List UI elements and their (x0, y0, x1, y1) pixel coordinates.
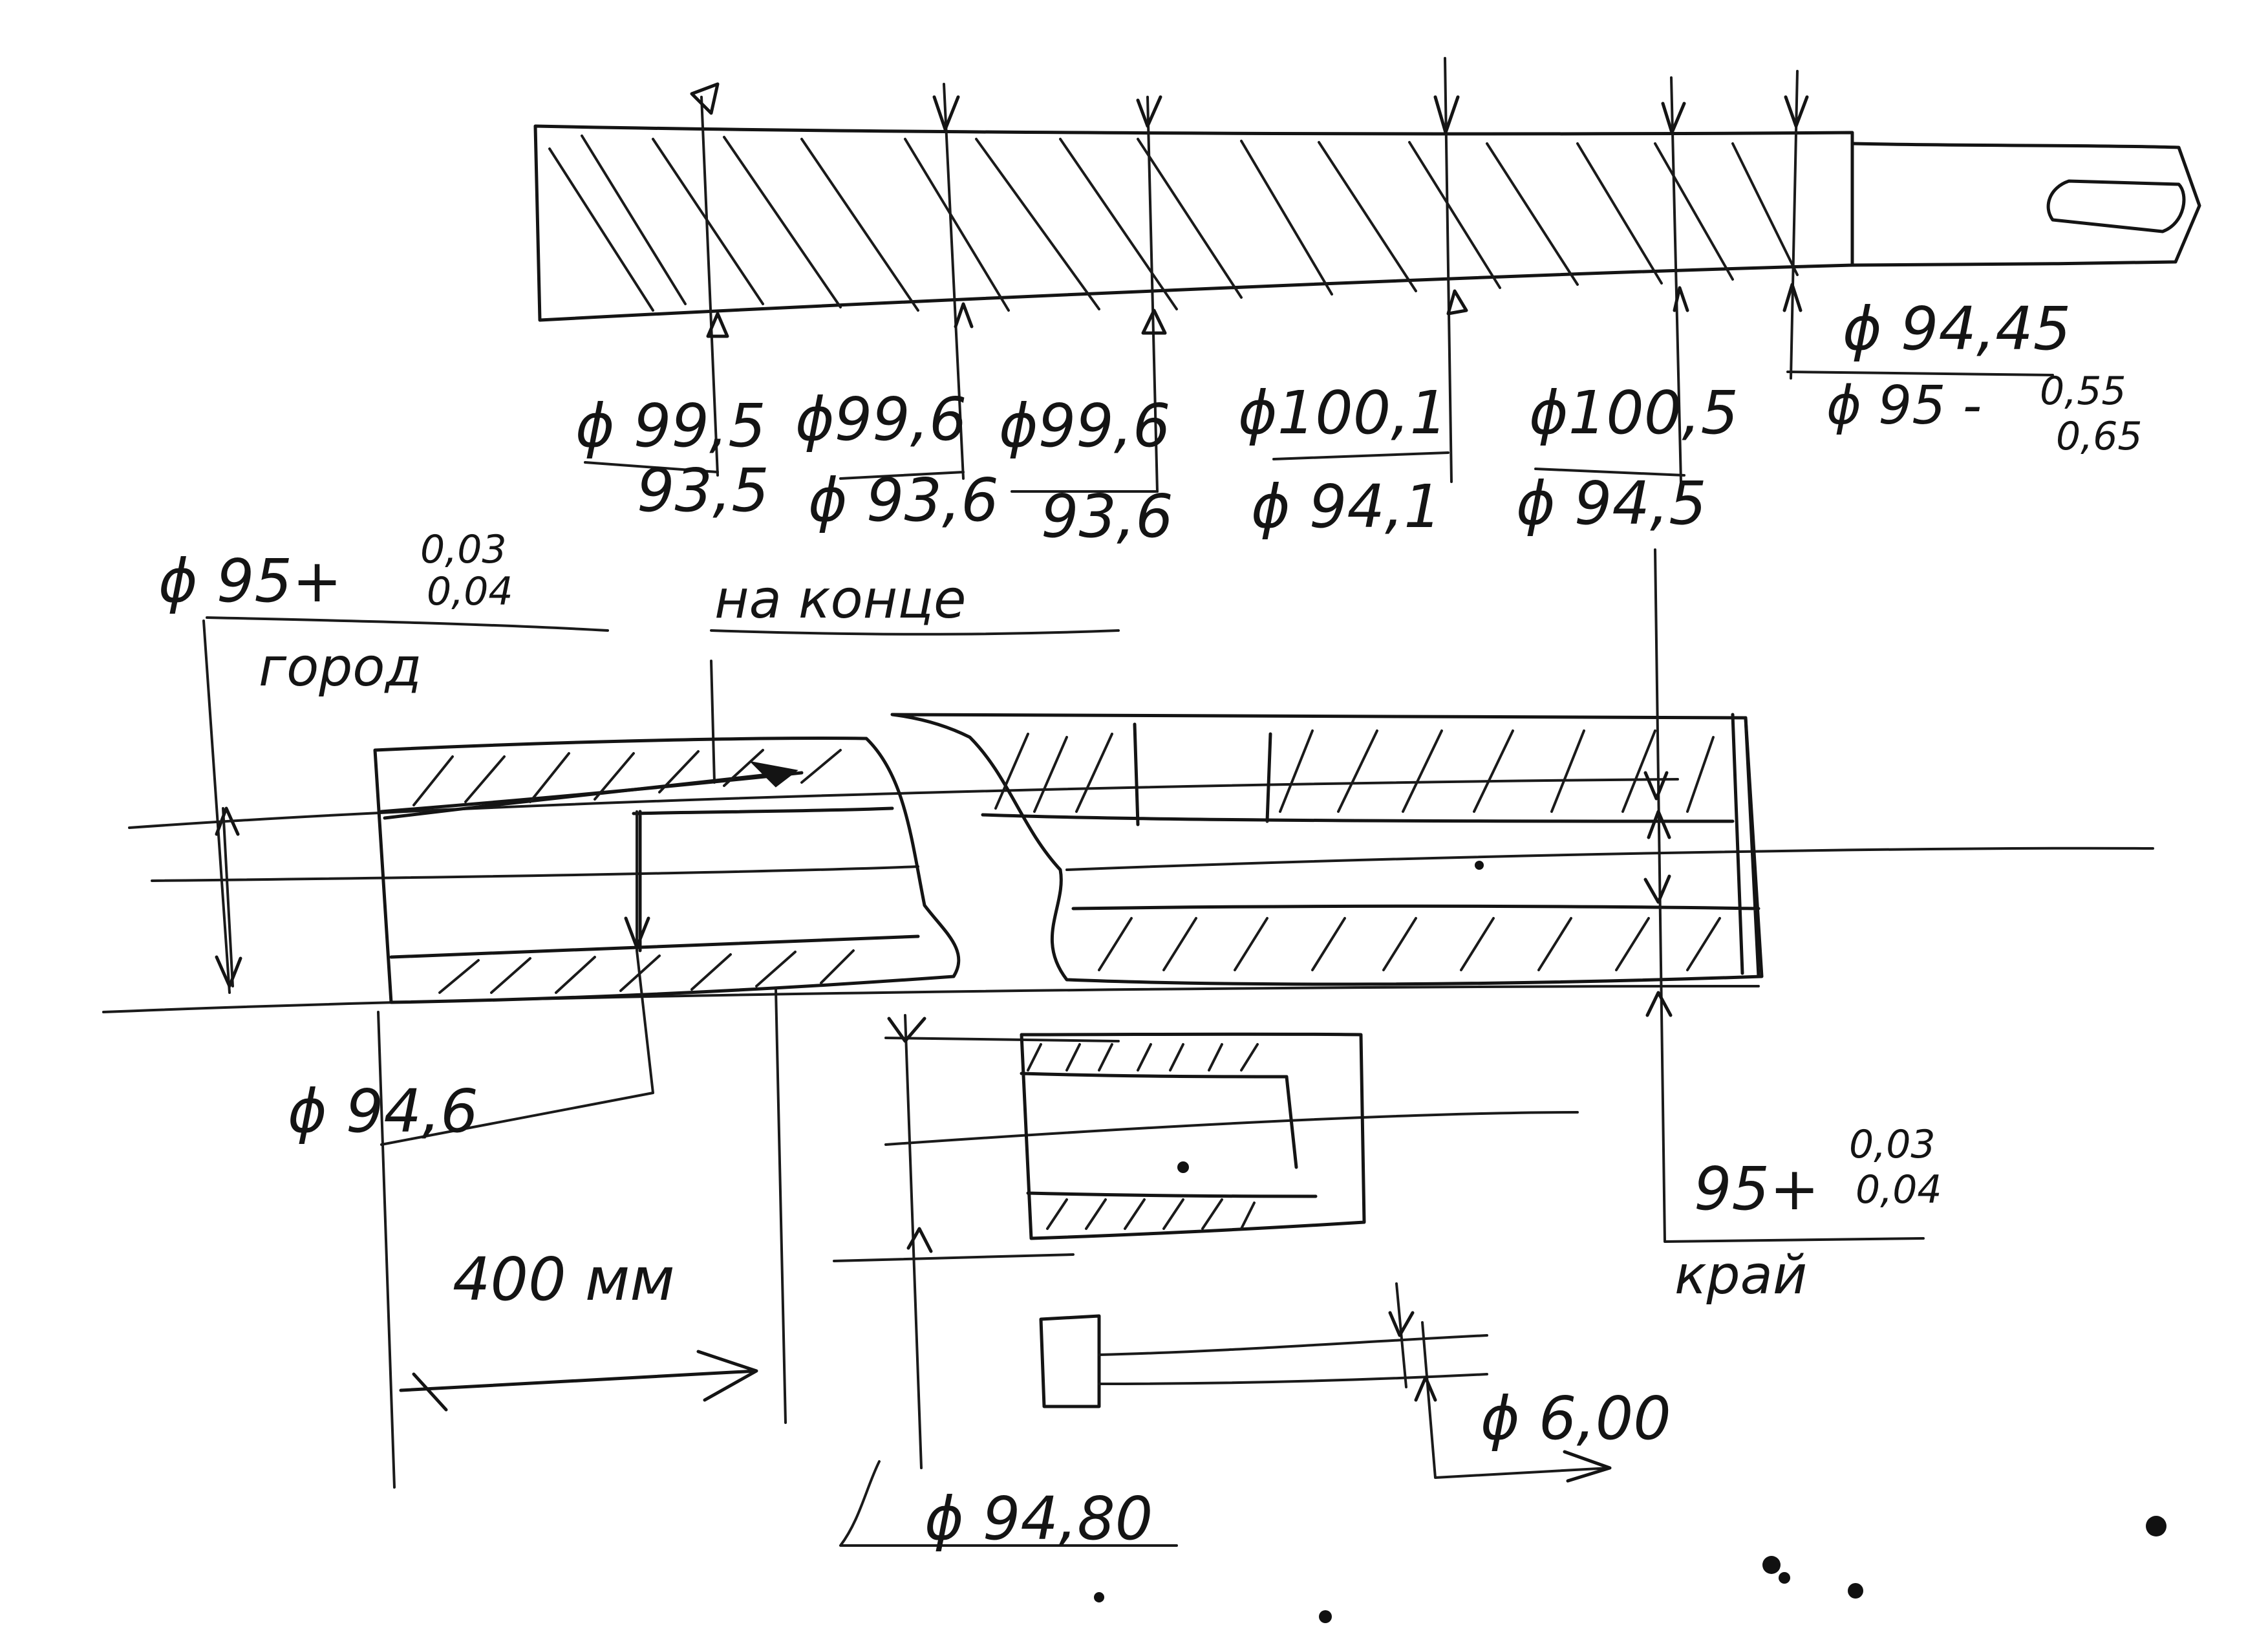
right-dim-arrows (1643, 771, 1673, 1017)
center-bushing-hatching (1027, 1043, 1259, 1230)
axis-bottom (102, 985, 1760, 1013)
top-shaft-measure-lines (700, 57, 1799, 493)
center-bushing (833, 1014, 1579, 1547)
dim-label-6-base: ϕ 95 - (1826, 375, 1982, 436)
left-tolerance-note: ϕ 95+ 0,03 0,04 город (158, 527, 609, 994)
dim-label-5: ϕ100,5 (1529, 378, 1738, 447)
dim-underline-5 (1534, 468, 1685, 477)
top-shaft-slot (2046, 179, 2186, 233)
length-extension-left (377, 1011, 396, 1489)
pin-head (1039, 1314, 1101, 1408)
pin-shaft (1098, 1334, 1488, 1385)
right-sleeve-inner (981, 713, 1760, 978)
left-tol-upper: 0,03 (420, 527, 507, 572)
dim-underline-1 (584, 461, 719, 473)
end-note: на конце (714, 569, 967, 630)
center-axis-mid (884, 1111, 1579, 1146)
axis-center-left (151, 865, 919, 882)
dim-label-1: ϕ 99,5 (575, 391, 766, 460)
taper-bore (383, 771, 787, 820)
small-pin (1039, 1282, 1612, 1483)
scan-specks (1094, 861, 2166, 1623)
left-sleeve (373, 737, 961, 1004)
center-diameter-label: ϕ 94,80 (925, 1484, 1153, 1553)
dim-label-6-upper: 0,55 (2040, 369, 2126, 414)
length-arrow (399, 1350, 758, 1412)
dim-underline-6 (1786, 371, 2054, 376)
left-vertical-dim (202, 620, 234, 994)
dim-label-5-inner: ϕ 94,5 (1516, 469, 1707, 538)
top-shaft (533, 57, 2201, 493)
axis-top (128, 778, 1679, 829)
left-dim-arrows (215, 806, 242, 988)
dim-label-1-inner: 93,5 (637, 456, 769, 525)
dim-label-3-inner: 93,6 (1041, 482, 1173, 551)
center-dim-arrows (887, 1017, 933, 1253)
end-note-leader (710, 629, 1120, 784)
dim-underline-2 (839, 471, 965, 480)
dim-label-6: ϕ 94,45 (1843, 294, 2071, 363)
center-axis-bottom (833, 1253, 1075, 1262)
small-diameter-label: ϕ 6,00 (1481, 1384, 1671, 1453)
right-vertical-dim (1654, 548, 1925, 1243)
top-shaft-hatching (548, 135, 1799, 312)
right-tol-lower: 0,04 (1856, 1167, 1942, 1212)
top-shaft-dimensions: ϕ 99,5 93,5 ϕ99,6 ϕ 93,6 ϕ99,6 93,6 ϕ100… (575, 294, 2143, 551)
dim-label-2-inner: ϕ 93,6 (808, 466, 999, 535)
right-word: край (1674, 1245, 1807, 1306)
center-vertical-dim (839, 1014, 1178, 1547)
dim-label-4-inner: ϕ 94,1 (1251, 472, 1442, 541)
top-shaft-end-stub (1850, 142, 2201, 267)
dim-underline-4 (1272, 451, 1450, 460)
axis-center-right (1065, 846, 2154, 871)
center-bushing-body (1020, 1032, 1366, 1240)
left-nominal: ϕ 95+ (158, 546, 342, 616)
dim-label-3: ϕ99,6 (999, 391, 1171, 460)
dim-label-2: ϕ99,6 (795, 385, 967, 454)
dim-label-4: ϕ100,1 (1238, 378, 1448, 447)
left-note-leader (206, 616, 609, 632)
left-bore-dim (380, 810, 654, 1146)
right-sleeve-hatching (994, 729, 1721, 971)
center-axis-top (884, 1037, 1120, 1042)
right-sleeve (890, 713, 1764, 986)
left-bore-arrow (624, 916, 650, 949)
taper-end-mark (749, 760, 798, 788)
length-label: 400 мм (453, 1245, 675, 1314)
left-word: город (259, 637, 422, 698)
right-nominal: 95+ (1694, 1154, 1819, 1223)
dim-label-6-lower: 0,65 (2056, 414, 2143, 459)
left-tol-lower: 0,04 (427, 569, 513, 614)
pin-dim-arrows (1388, 1311, 1612, 1483)
right-tol-upper: 0,03 (1849, 1122, 1936, 1167)
main-assembly (102, 548, 2154, 1243)
length-extension-right (775, 988, 787, 1424)
top-shaft-arrowheads (690, 82, 1809, 338)
